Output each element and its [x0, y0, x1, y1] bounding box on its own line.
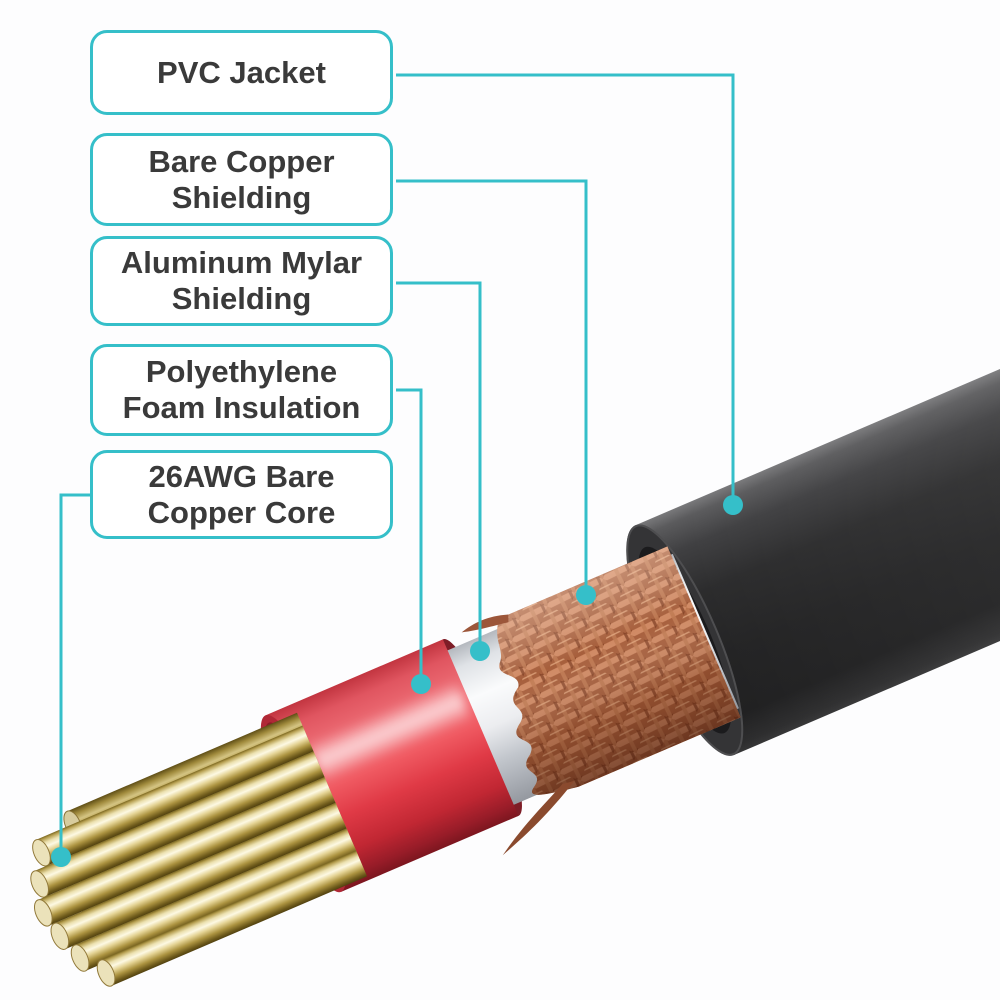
callout-dot-copper-core — [51, 847, 71, 867]
callout-line-polyethylene-foam — [396, 388, 423, 679]
strand — [34, 751, 325, 897]
callout-line-copper-core — [59, 493, 90, 852]
callout-dot-pvc-jacket — [723, 495, 743, 515]
strand — [35, 725, 314, 866]
label-box-aluminum-mylar-shielding: Aluminum Mylar Shielding — [90, 236, 393, 326]
strand-row-front — [30, 725, 368, 987]
strand-end — [50, 922, 70, 950]
foam-highlight — [308, 681, 473, 784]
label-text: 26AWG Bare — [148, 458, 335, 494]
label-box-pvc-jacket: PVC Jacket — [90, 30, 393, 115]
label-text: Polyethylene — [145, 354, 338, 390]
callout-line-bare-copper — [396, 179, 588, 590]
callout-lines — [59, 73, 735, 852]
label-text: Aluminum Mylar — [120, 245, 363, 281]
label-box-26awg-bare-copper-core: 26AWG Bare Copper Core — [90, 450, 393, 539]
label-text: Shielding — [171, 179, 312, 215]
label-box-bare-copper-shielding: Bare Copper Shielding — [90, 133, 393, 226]
callout-dots — [51, 495, 743, 867]
pvc-jacket-sheen — [635, 280, 1000, 756]
copper-shield-fray — [502, 781, 575, 856]
strand-end — [96, 959, 116, 987]
strand — [74, 828, 358, 971]
callout-line-pvc-jacket — [396, 73, 735, 500]
strand — [54, 802, 347, 950]
strand — [37, 777, 336, 926]
label-text: PVC Jacket — [157, 54, 326, 90]
label-text: Bare Copper — [148, 143, 335, 179]
cable-group — [30, 280, 1000, 987]
callout-dot-bare-copper — [576, 585, 596, 605]
callout-dot-aluminum-mylar — [470, 641, 490, 661]
copper-core-strands — [30, 712, 368, 987]
copper-shield-fray-top — [461, 614, 509, 633]
strand-end — [33, 899, 53, 927]
callout-dot-polyethylene-foam — [411, 674, 431, 694]
label-box-polyethylene-foam-insulation: Polyethylene Foam Insulation — [90, 344, 393, 436]
strand-end — [70, 944, 90, 972]
strand — [100, 850, 368, 986]
label-text: Copper Core — [147, 494, 336, 530]
label-text: Shielding — [171, 281, 312, 316]
callout-line-aluminum-mylar — [396, 281, 482, 646]
label-text: Foam Insulation — [122, 390, 361, 425]
